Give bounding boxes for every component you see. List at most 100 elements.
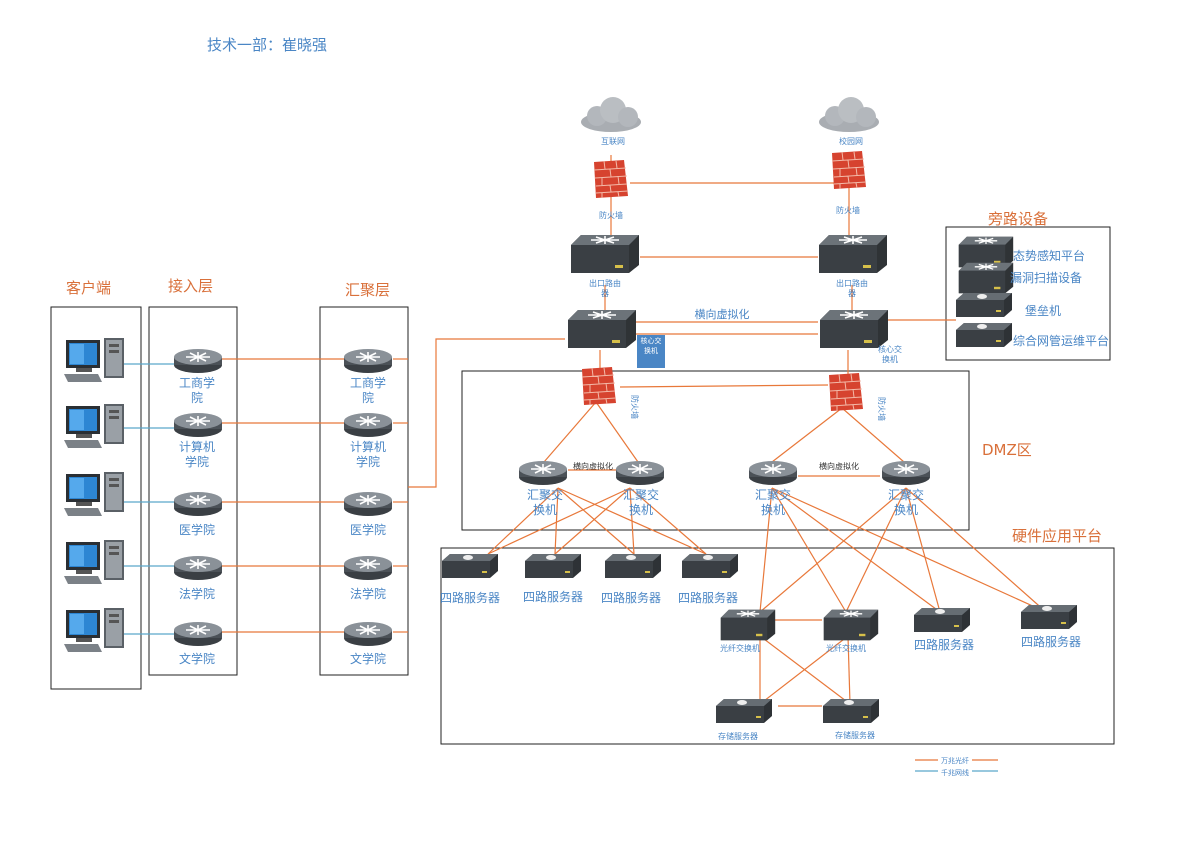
bypass-frame: [945, 226, 1111, 361]
dmz-switch-2-label-a: 汇聚交: [623, 487, 659, 502]
agg-router-4: [343, 555, 393, 581]
fiber-switch-right-label: 光纤交换机: [826, 643, 866, 653]
exit-router-right-label-a: 出口路由: [836, 278, 868, 288]
agg-label-2a: 计算机: [350, 439, 386, 454]
client-frame: [50, 306, 142, 690]
dmz-virt-right: 横向虚拟化: [819, 461, 859, 471]
server4-6-label: 四路服务器: [1021, 634, 1081, 649]
bypass-item-2: 漏洞扫描设备: [1010, 271, 1082, 285]
dmz-firewall-right-icon: [828, 372, 864, 412]
outer-firewall-left-label: 防火墙: [599, 210, 623, 220]
dmz-switch-1-label-a: 汇聚交: [527, 487, 563, 502]
outer-firewall-left-icon: [593, 159, 629, 199]
server4-6-icon: [1021, 605, 1077, 629]
access-label-4: 法学院: [179, 586, 215, 601]
dmz-firewall-left-icon: [581, 366, 617, 406]
access-router-3: [173, 491, 223, 517]
server4-3-label: 四路服务器: [601, 590, 661, 605]
legend-fiber-bg: [938, 756, 972, 765]
core-switch-right-label-b: 换机: [882, 354, 898, 364]
client-pc-3: [64, 472, 124, 516]
dmz-switch-4-icon: [881, 460, 931, 486]
hardware-frame: [440, 547, 1115, 745]
dmz-switch-4-label-b: 换机: [894, 503, 918, 517]
access-router-4: [173, 555, 223, 581]
bypass-item-4: 综合网管运维平台: [1013, 333, 1109, 348]
agg-router-5: [343, 621, 393, 647]
core-switch-left-icon: [567, 309, 637, 349]
server4-1-icon: [442, 554, 498, 578]
exit-router-left-label-b: 器: [601, 289, 609, 298]
client-section-title: 客户端: [66, 279, 111, 297]
dmz-firewall-right-label: 防火墙: [877, 397, 887, 421]
access-section-title: 接入层: [168, 277, 213, 295]
legend-copper-label: 千兆网线: [941, 768, 969, 777]
access-label-1b: 院: [191, 391, 203, 405]
core-switch-left-tag: [637, 335, 665, 368]
agg-router-2: [343, 412, 393, 438]
exit-router-right-icon: [818, 234, 888, 274]
bypass-ops-icon: [956, 323, 1012, 347]
legend-copper-bg: [938, 767, 972, 776]
dmz-switch-2-icon: [615, 460, 665, 486]
server4-3-icon: [605, 554, 661, 578]
bypass-bastion-icon: [956, 293, 1012, 317]
access-router-5: [173, 621, 223, 647]
server4-5-label: 四路服务器: [914, 637, 974, 652]
client-pc-2: [64, 404, 124, 448]
dmz-switch-3-label-a: 汇聚交: [755, 487, 791, 502]
bypass-item-3: 堡垒机: [1025, 303, 1061, 318]
client-pc-4: [64, 540, 124, 584]
internet-cloud-icon: [581, 97, 641, 132]
server4-2-icon: [525, 554, 581, 578]
campus-cloud-icon: [819, 97, 879, 132]
outer-firewall-right-icon: [831, 150, 867, 190]
storage-right-label: 存储服务器: [835, 730, 875, 740]
dmz-switch-2-label-b: 换机: [629, 503, 653, 517]
bypass-awareness-icon: [958, 236, 1014, 268]
agg-label-4: 法学院: [350, 586, 386, 601]
dmz-switch-4-label-a: 汇聚交: [888, 487, 924, 502]
dmz-switch-1-icon: [518, 460, 568, 486]
access-label-3: 医学院: [179, 522, 215, 537]
agg-label-1b: 院: [362, 391, 374, 405]
dmz-section-title: DMZ区: [982, 441, 1032, 459]
dmz-virt-left: 横向虚拟化: [573, 461, 613, 471]
access-router-1: [173, 348, 223, 374]
copper-links: [122, 363, 174, 635]
bypass-section-title: 旁路设备: [988, 210, 1048, 228]
core-virt-label: 横向虚拟化: [695, 307, 750, 321]
agg-label-2b: 学院: [356, 454, 380, 469]
fiber-switch-right-icon: [823, 609, 879, 641]
dmz-switch-1-label-b: 换机: [533, 503, 557, 517]
legend-fiber-label: 万兆光纤: [941, 756, 969, 765]
dmz-firewall-left-label: 防火墙: [630, 395, 640, 419]
access-router-2: [173, 412, 223, 438]
access-label-1a: 工商学: [179, 375, 215, 390]
client-pc-1: [64, 338, 124, 382]
dmz-switch-3-icon: [748, 460, 798, 486]
aggregation-section-title: 汇聚层: [345, 281, 390, 299]
core-switch-right-label-a: 核心交: [878, 344, 902, 354]
internet-label: 互联网: [601, 137, 625, 146]
hardware-section-title: 硬件应用平台: [1012, 527, 1102, 545]
agg-router-1: [343, 348, 393, 374]
storage-left-label: 存储服务器: [718, 731, 758, 741]
fiber-switch-left-label: 光纤交换机: [720, 643, 760, 653]
server4-4-label: 四路服务器: [678, 590, 738, 605]
access-label-5: 文学院: [179, 651, 215, 666]
server4-2-label: 四路服务器: [523, 589, 583, 604]
author-label: 技术一部：崔晓强: [207, 36, 327, 54]
access-frame: [148, 306, 238, 676]
core-switch-left-label-b: 换机: [644, 346, 658, 355]
server4-4-icon: [682, 554, 738, 578]
aggregation-frame: [319, 306, 409, 676]
server4-1-label: 四路服务器: [440, 590, 500, 605]
storage-right-icon: [823, 699, 879, 723]
core-switch-right-icon: [819, 309, 889, 349]
fiber-links: [222, 155, 1047, 707]
agg-router-3: [343, 491, 393, 517]
exit-router-left-label-a: 出口路由: [589, 278, 621, 288]
